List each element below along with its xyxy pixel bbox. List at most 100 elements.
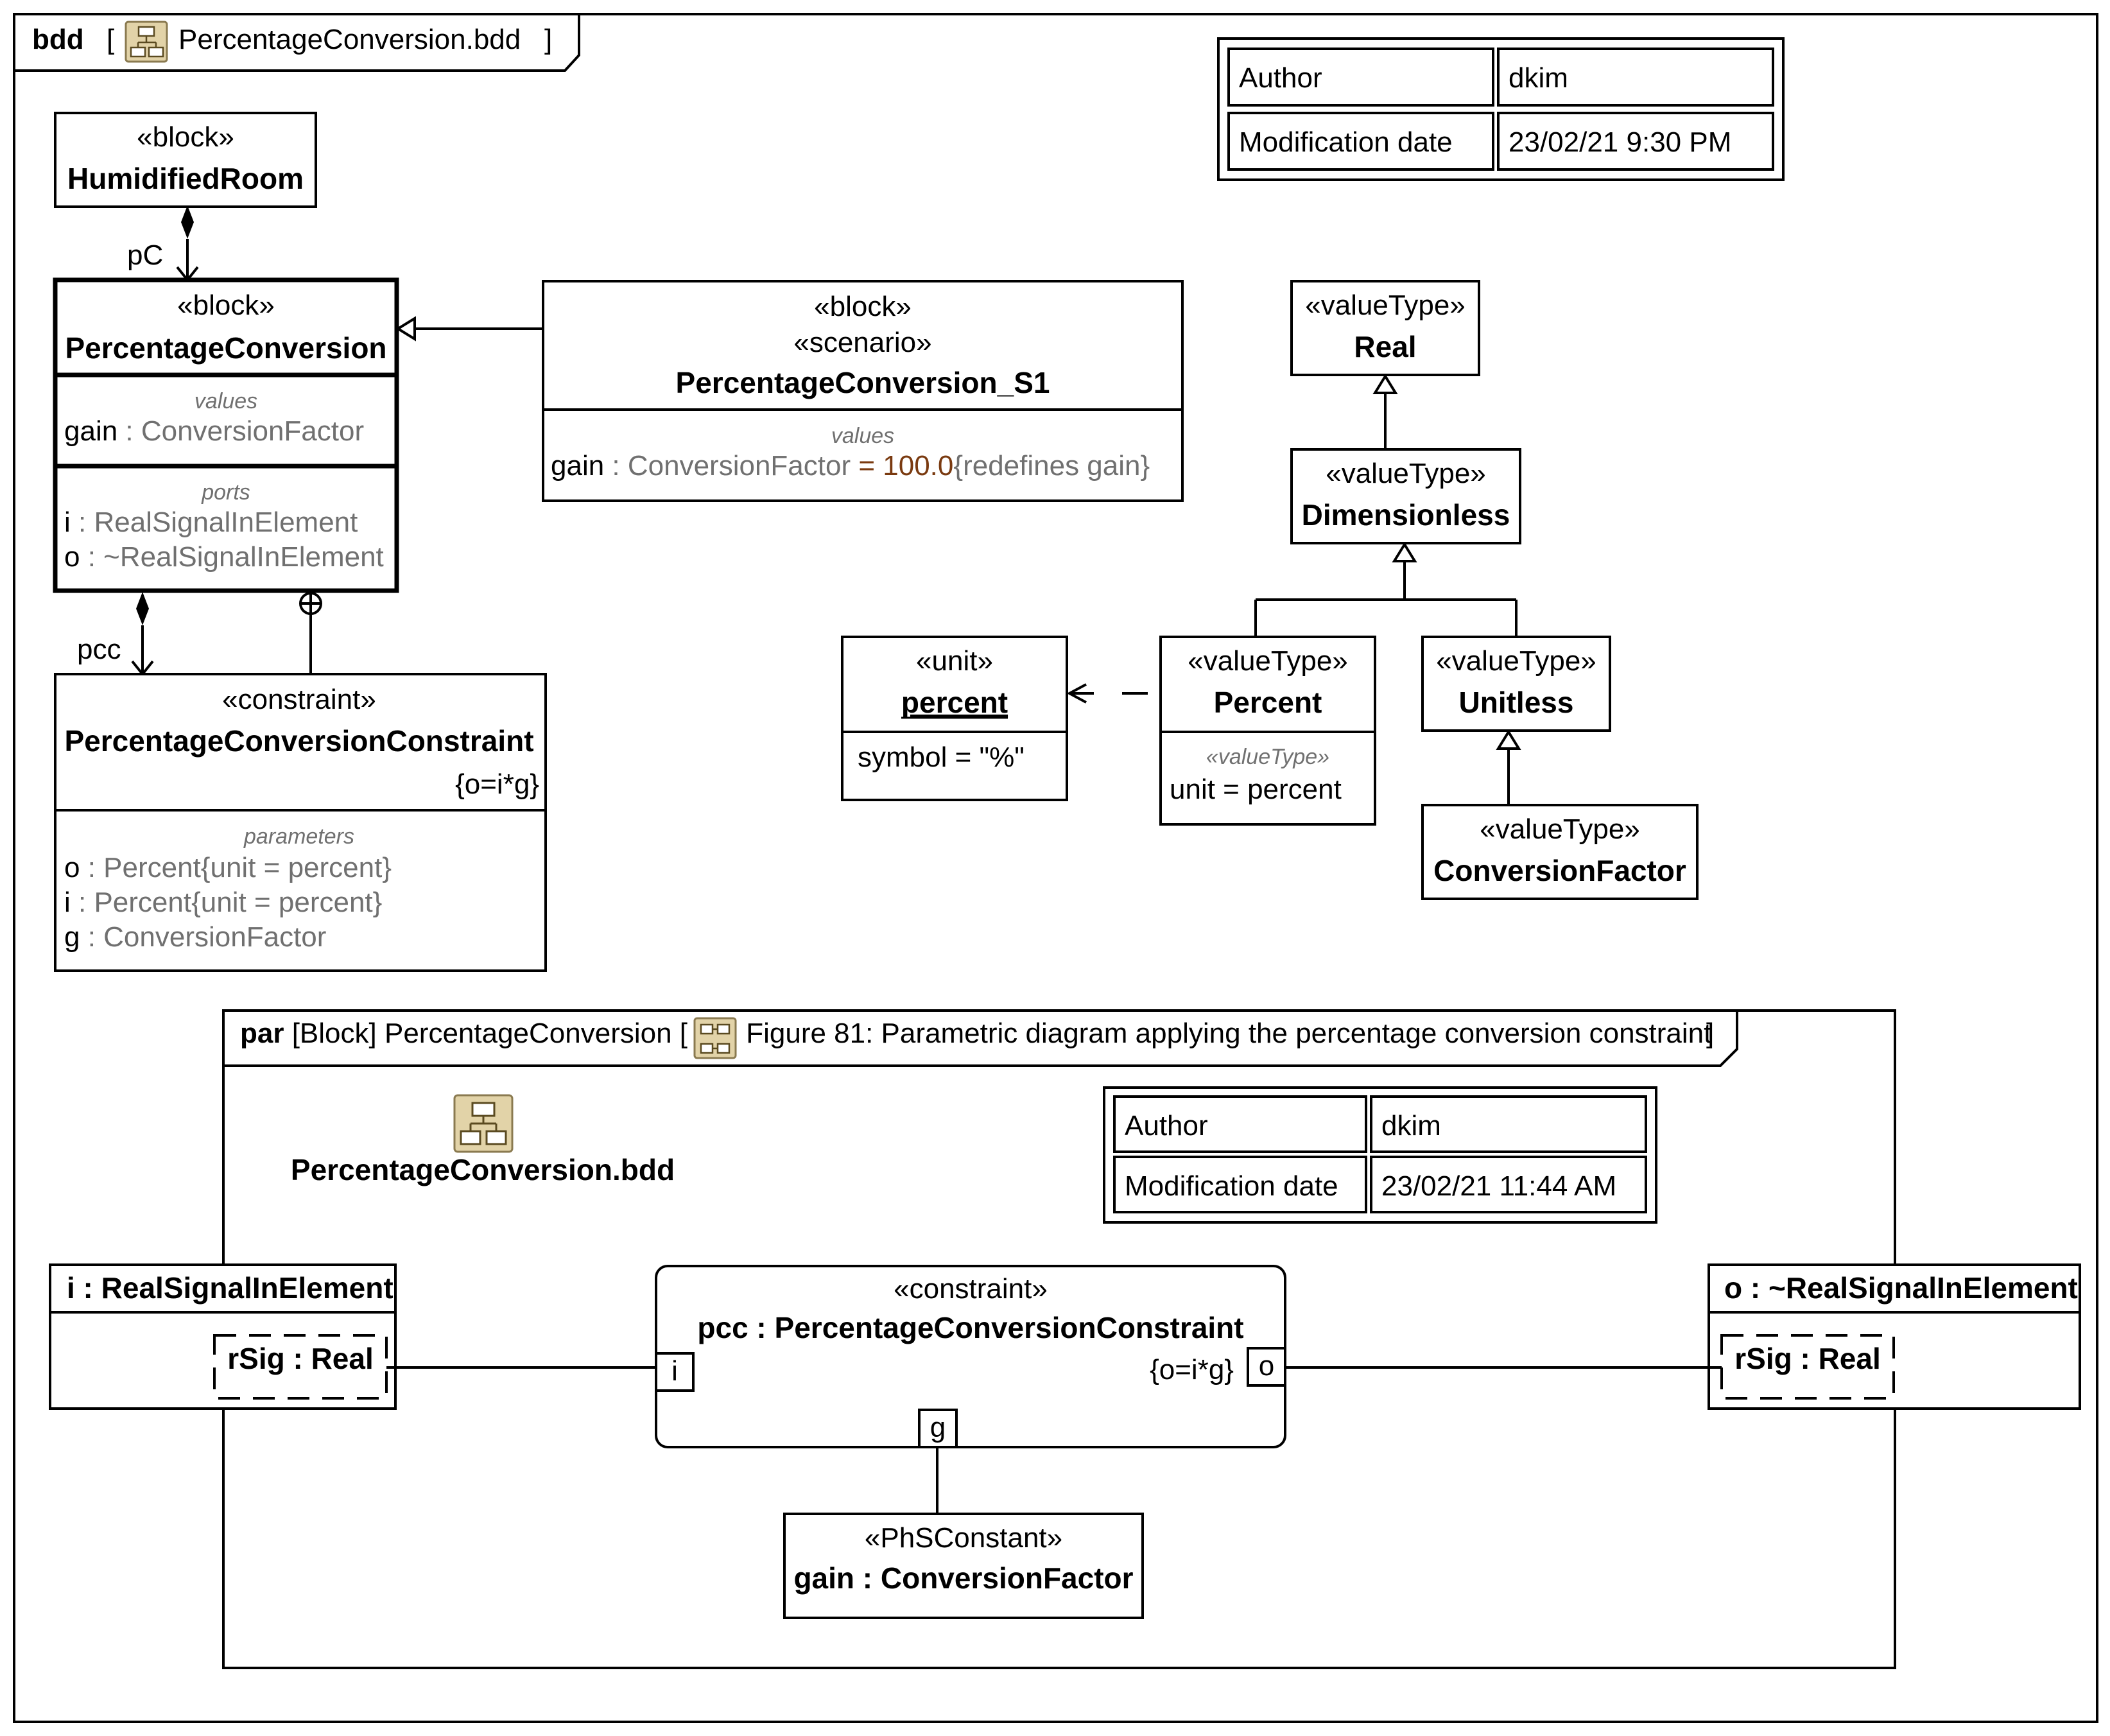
constant-property-gain[interactable]: «PhSConstant» gain : ConversionFactor [783,1513,1144,1619]
bdd-frame-bracket-close: ] [544,24,552,55]
constant-stereotype: «PhSConstant» [865,1522,1062,1554]
parameter-port-i[interactable] [655,1352,695,1392]
par-port-i[interactable]: i : RealSignalInElement rSig : Real [49,1263,397,1410]
bdd-info-table: Author dkim Modification date 23/02/21 9… [1217,37,1785,181]
unit-percent[interactable]: «unit» percent symbol = "%" [841,636,1068,801]
constraint-name: pcc : PercentageConversionConstraint [697,1311,1243,1344]
block-stereotype: «valueType» [1188,645,1348,677]
generalization-tree [1254,542,1518,637]
parameter-port-o[interactable] [1247,1347,1286,1387]
block-stereotype: «block» [137,121,234,153]
flow-property-rSig: rSig : Real [227,1342,374,1375]
valuetype-percent[interactable]: «valueType» Percent «valueType» unit = p… [1159,636,1376,826]
constraint-expression: {o=i*g} [1150,1354,1234,1385]
bdd-frame-name: PercentageConversion.bdd [178,24,521,55]
parameter-g-label: g [930,1412,946,1443]
bdd-frame-bracket-open: [ [107,24,114,55]
info-date-label: Modification date [1239,126,1453,158]
info-author-label: Author [1125,1110,1208,1141]
port-title: o : ~RealSignalInElement [1724,1271,2078,1305]
values-compartment-title: values [831,424,894,448]
parameter-g: g : ConversionFactor [64,921,326,953]
containment-link [299,592,322,674]
valuetype-conversion-factor[interactable]: «valueType» ConversionFactor [1421,804,1699,900]
port-o: o : ~RealSignalInElement [64,541,384,573]
par-diagram-icon [693,1017,737,1059]
block-stereotype: «block» [177,290,275,321]
generalization-scenario [395,316,543,342]
ports-compartment-title: ports [201,480,250,505]
flow-property-rSig: rSig : Real [1734,1342,1881,1375]
block-stereotype: «unit» [916,645,993,677]
unit-symbol-attribute: symbol = "%" [858,742,1025,773]
valuetype-unitless[interactable]: «valueType» Unitless [1421,636,1611,732]
values-compartment-title: values [195,389,257,413]
block-scenario[interactable]: «block» «scenario» PercentageConversion_… [542,280,1184,502]
block-stereotype: «valueType» [1326,458,1486,489]
composition-pcc: pcc [77,592,154,677]
block-name: PercentageConversion [65,331,386,365]
block-name: percent [901,686,1008,719]
par-port-o[interactable]: o : ~RealSignalInElement rSig : Real [1708,1263,2081,1410]
parameters-compartment-title: parameters [243,824,354,849]
block-percentage-conversion[interactable]: «block» PercentageConversion values gain… [53,277,399,593]
parameter-i: i : Percent{unit = percent} [64,887,382,918]
unit-attribute: unit = percent [1170,774,1342,805]
block-name: Real [1354,330,1416,363]
block-name: HumidifiedRoom [67,162,304,195]
parameter-o: o : Percent{unit = percent} [64,852,392,883]
port-title: i : RealSignalInElement [67,1271,393,1305]
bdd-frame-tab [14,14,580,72]
block-name: Unitless [1459,686,1574,719]
info-date-label: Modification date [1125,1170,1338,1202]
info-author-value: dkim [1381,1110,1441,1141]
bdd-frame [13,13,2098,1723]
block-name: ConversionFactor [1433,854,1686,887]
info-author-label: Author [1239,62,1322,94]
valuetype-dimensionless[interactable]: «valueType» Dimensionless [1290,448,1521,544]
block-stereotype: «valueType» [1480,813,1640,845]
generalization-dimensionless-real [1372,374,1398,449]
block-stereotype-2: «scenario» [793,327,931,358]
compartment-title: «valueType» [1206,745,1329,769]
diagram-link-bdd[interactable]: PercentageConversion.bdd [291,1094,675,1186]
info-date-value: 23/02/21 11:44 AM [1381,1170,1616,1202]
parameter-i-label: i [671,1355,678,1387]
block-humidified-room[interactable]: «block» HumidifiedRoom [54,112,317,208]
composition-pC: pC [127,205,199,282]
port-i: i : RealSignalInElement [64,507,358,538]
block-stereotype: «valueType» [1305,290,1466,321]
par-frame-title: par [Block] PercentageConversion [ [240,1018,687,1049]
block-stereotype: «constraint» [222,684,376,715]
block-name: Percent [1214,686,1322,719]
block-stereotype: «valueType» [1436,645,1596,677]
par-frame: par [Block] PercentageConversion [ Figur… [222,1009,1896,1669]
info-date-value: 23/02/21 9:30 PM [1509,126,1731,158]
info-author-value: dkim [1509,62,1568,94]
constraint-expression: {o=i*g} [455,768,539,800]
value-property-gain-redefined: gain : ConversionFactor = 100.0{redefine… [551,450,1150,482]
constraint-stereotype: «constraint» [894,1273,1048,1305]
role-label-pcc: pcc [77,634,121,665]
parameter-port-g[interactable] [918,1409,958,1448]
bdd-diagram-icon [125,21,168,63]
role-label-pC: pC [127,239,163,271]
value-property-gain: gain : ConversionFactor [64,415,364,447]
block-constraint[interactable]: «constraint» PercentageConversionConstra… [54,673,547,972]
par-frame-bracket-close: ] [1706,1018,1714,1049]
par-info-table: Author dkim Modification date 23/02/21 1… [1103,1086,1657,1224]
dependency-percent-unit [1066,683,1148,704]
bdd-frame-kind: bdd [32,24,84,55]
par-frame-figure-title: Figure 81: Parametric diagram applying t… [738,1018,1711,1049]
diagram-link-label: PercentageConversion.bdd [291,1153,675,1186]
bdd-diagram-icon [453,1094,514,1153]
constraint-property-pcc[interactable]: «constraint» pcc : PercentageConversionC… [655,1265,1286,1448]
block-stereotype-1: «block» [814,291,912,322]
parameter-o-label: o [1259,1350,1274,1382]
block-name: Dimensionless [1302,498,1510,532]
block-name: PercentageConversionConstraint [64,724,533,758]
block-name: PercentageConversion_S1 [676,366,1050,399]
valuetype-real[interactable]: «valueType» Real [1290,280,1480,376]
constant-name: gain : ConversionFactor [793,1561,1133,1595]
